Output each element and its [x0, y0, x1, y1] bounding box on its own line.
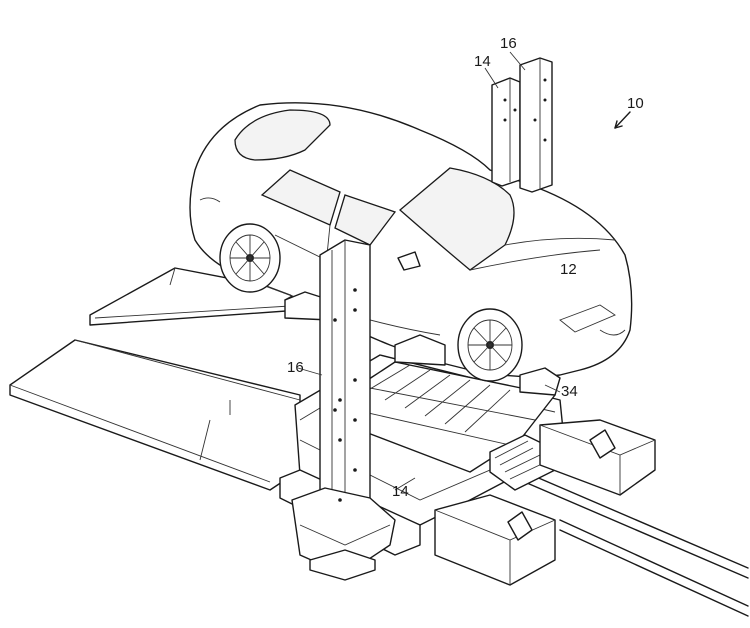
rear-lift-columns [491, 57, 553, 193]
leader-lines [297, 51, 631, 491]
label-16-rear: 16 [500, 35, 517, 52]
label-14-front: 14 [392, 483, 409, 500]
vehicle-body [189, 102, 633, 378]
label-14-rear: 14 [474, 53, 491, 70]
label-34-frame: 34 [561, 383, 578, 400]
right-pedestals [434, 419, 656, 586]
front-lift-column [291, 239, 396, 581]
label-12-vehicle: 12 [560, 261, 577, 278]
label-10-assembly: 10 [627, 95, 644, 112]
vehicle-wheels [219, 223, 523, 382]
label-16-front: 16 [287, 359, 304, 376]
assembly-arrow [614, 111, 631, 129]
ramp-lower [9, 339, 301, 491]
lift-blocks [284, 291, 561, 396]
